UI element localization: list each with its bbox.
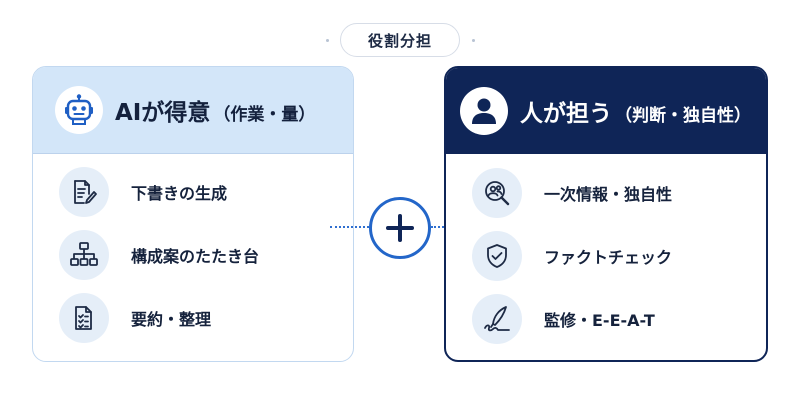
person-icon (460, 87, 508, 135)
decor-dot-left (326, 39, 329, 42)
ai-item-draft-label: 下書きの生成 (131, 184, 228, 203)
role-division-text: 役割分担 (367, 31, 432, 50)
human-card-header: 人が担う （判断・独自性） (446, 68, 766, 154)
sitemap-icon (59, 230, 109, 280)
human-card: 人が担う （判断・独自性） 一次情報・独自性 ファクトチェック (444, 66, 768, 362)
ai-card-header: AIが得意 （作業・量） (33, 67, 353, 154)
human-item-supervision-label: 監修・E-E-A-T (544, 311, 655, 330)
ai-item-draft: 下書きの生成 (59, 167, 227, 217)
human-item-factcheck: ファクトチェック (472, 231, 672, 281)
user-search-icon (472, 168, 522, 218)
decor-dot-right (472, 39, 475, 42)
human-card-title: 人が担う （判断・独自性） (520, 94, 751, 128)
ai-item-summary: 要約・整理 (59, 293, 211, 343)
human-card-title-main: 人が担う (520, 101, 612, 127)
ai-item-outline: 構成案のたたき台 (59, 230, 259, 280)
connector-dots-left (330, 226, 369, 228)
ai-card: AIが得意 （作業・量） 下書きの生成 (32, 66, 354, 362)
ai-item-outline-label: 構成案のたたき台 (131, 247, 260, 266)
human-card-title-sub: （判断・独自性） (615, 106, 751, 126)
plus-icon (369, 197, 431, 259)
human-item-supervision: 監修・E-E-A-T (472, 294, 655, 344)
human-item-original-label: 一次情報・独自性 (544, 185, 673, 204)
document-pen-icon (59, 167, 109, 217)
human-item-factcheck-label: ファクトチェック (544, 248, 673, 267)
ai-item-summary-label: 要約・整理 (131, 310, 212, 329)
robot-icon (55, 86, 103, 134)
role-division-label: 役割分担 (340, 23, 460, 57)
feather-signature-icon (472, 294, 522, 344)
shield-check-icon (472, 231, 522, 281)
checklist-icon (59, 293, 109, 343)
ai-card-title-main: AIが得意 (115, 100, 211, 126)
ai-card-title-sub: （作業・量） (213, 105, 316, 125)
ai-card-title: AIが得意 （作業・量） (115, 93, 315, 127)
human-item-original: 一次情報・独自性 (472, 168, 672, 218)
